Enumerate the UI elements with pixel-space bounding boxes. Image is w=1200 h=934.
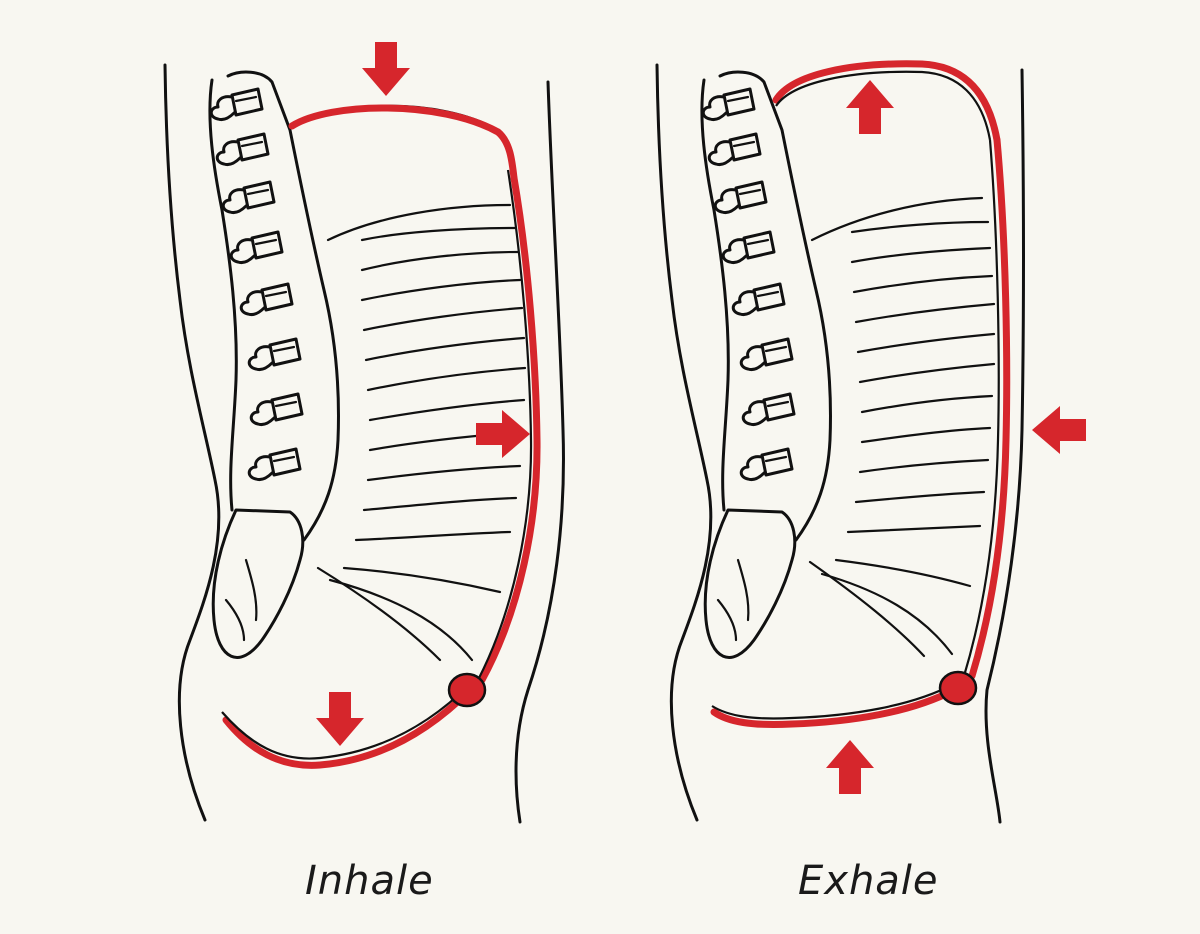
exhale-pressure-canister	[710, 60, 1011, 728]
inhale-front-outline	[514, 80, 565, 824]
exhale-spine	[700, 70, 832, 659]
inhale-back-outline	[163, 63, 221, 822]
inhale-ribs	[316, 203, 527, 662]
exhale-back-outline	[655, 63, 713, 822]
inhale-arrow-top	[362, 42, 410, 96]
exhale-arrow-front	[1032, 406, 1086, 454]
inhale-arrow-front	[476, 410, 530, 458]
inhale-pressure-canister	[221, 104, 541, 769]
inhale-label: Inhale	[305, 858, 434, 904]
exhale-arrow-bottom	[826, 740, 874, 794]
inhale-spine	[208, 70, 340, 659]
inhale-arrow-bottom	[316, 692, 364, 746]
exhale-figure	[655, 60, 1086, 824]
exhale-label: Exhale	[798, 858, 939, 904]
exhale-arrow-top	[846, 80, 894, 134]
inhale-figure	[163, 42, 565, 824]
exhale-ribs	[808, 196, 996, 658]
exhale-front-outline	[984, 68, 1025, 824]
